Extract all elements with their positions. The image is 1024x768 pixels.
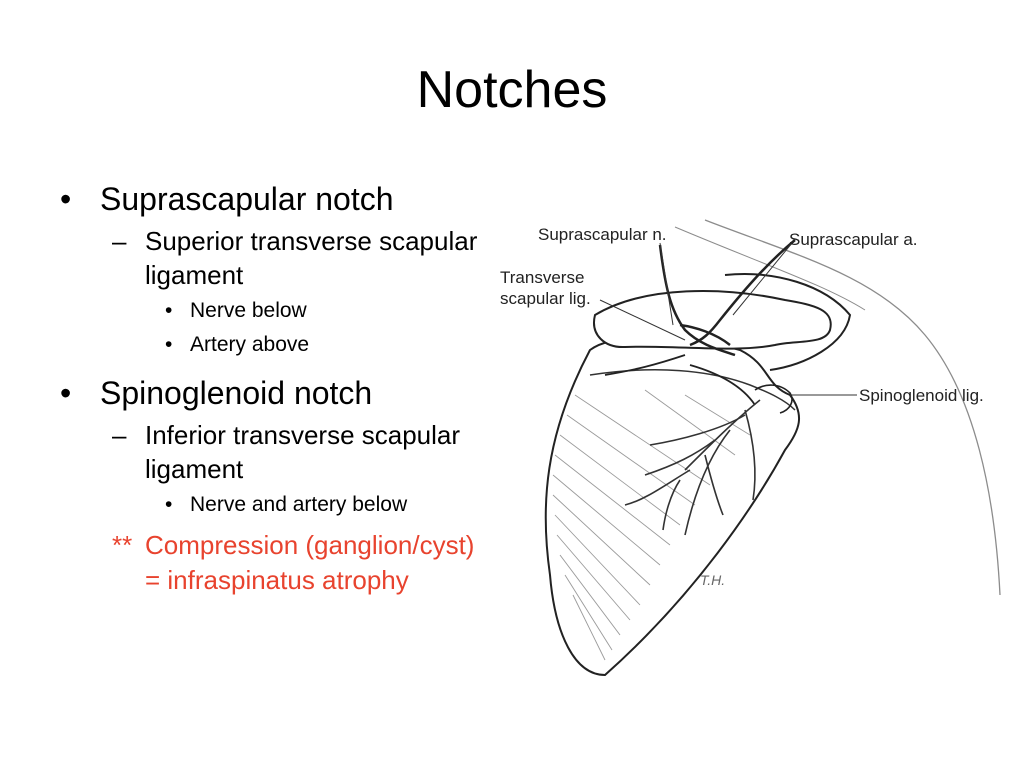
bullet-marker: • [165,299,173,322]
bullet-marker: • [165,493,173,516]
label-transverse-lig-line1: Transverse [500,268,584,287]
compression-note: ** Compression (ganglion/cyst) = infrasp… [60,528,490,598]
bullet-spinoglenoid-notch: • Spinoglenoid notch [60,374,490,412]
label-suprascapular-artery: Suprascapular a. [789,230,918,249]
sub-sub-bullet-nerve-artery-below: • Nerve and artery below [60,490,490,520]
bullet-list: • Suprascapular notch – Superior transve… [60,180,490,598]
bullet-marker: • [60,375,72,411]
suprascapular-nerve-path [658,244,736,357]
bullet-text: Suprascapular notch [100,181,394,217]
label-transverse-lig-line2: scapular lig. [500,289,591,308]
bullet-marker: • [165,333,173,356]
note-marker: ** [112,530,133,560]
sub-sub-bullet-text: Nerve and artery below [190,493,408,516]
scapular-spine [589,369,796,411]
sub-bullet-superior-ligament: – Superior transverse scapular ligament [60,224,490,292]
sub-sub-bullet-text: Nerve below [190,299,307,322]
leader-lines [599,242,857,396]
artist-signature: T.H. [700,572,725,588]
slide-title: Notches [416,61,608,119]
note-text: Compression (ganglion/cyst) = infraspina… [145,530,475,595]
sub-sub-bullet-artery-above: • Artery above [60,330,490,360]
label-spinoglenoid-lig: Spinoglenoid lig. [859,386,984,405]
bullet-suprascapular-notch: • Suprascapular notch [60,180,490,218]
label-suprascapular-nerve: Suprascapular n. [538,225,667,244]
dash-marker: – [112,420,127,450]
bullet-marker: • [60,181,72,217]
suprascapular-artery-path [689,239,796,347]
acromion [724,273,852,371]
sub-sub-bullet-nerve-below: • Nerve below [60,296,490,326]
spinoglenoid-ligament [754,384,793,414]
bullet-text: Spinoglenoid notch [100,375,373,411]
coracoid-process [593,290,832,350]
scapula-diagram: Suprascapular n. Suprascapular a. Transv… [500,219,1001,677]
sub-sub-bullet-text: Artery above [190,333,310,356]
sub-bullet-text: Inferior transverse scapular ligament [145,420,461,484]
dash-marker: – [112,226,127,256]
sub-bullet-text: Superior transverse scapular ligament [145,226,478,290]
infraspinous-branches [624,399,761,536]
sub-bullet-inferior-ligament: – Inferior transverse scapular ligament [60,418,490,486]
suprascapular-vessels [604,239,796,406]
shoulder-contour-inner [674,226,866,311]
